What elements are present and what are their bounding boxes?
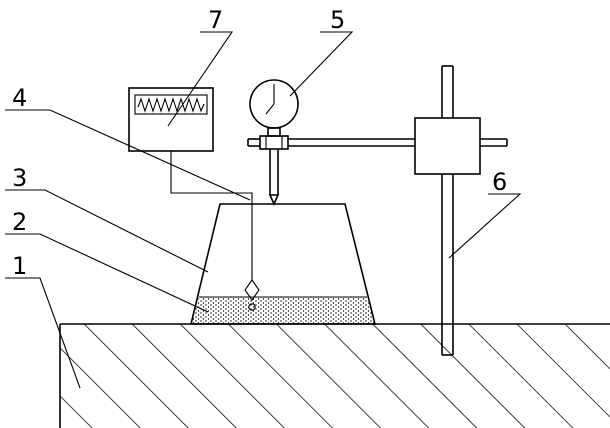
recorder: [128, 87, 214, 152]
leader-6: [448, 193, 522, 259]
label-3: 3: [12, 164, 27, 192]
dial-gauge: [249, 79, 299, 206]
recorder-trace: [137, 97, 205, 113]
label-7: 7: [208, 6, 223, 34]
label-4: 4: [12, 84, 27, 112]
label-2: 2: [12, 208, 27, 236]
leader-7: [167, 31, 234, 127]
signal-cable: [170, 151, 253, 280]
leader-lines: [5, 31, 522, 389]
leader-5: [289, 31, 354, 97]
leader-3: [5, 189, 209, 273]
label-1: 1: [12, 252, 27, 280]
ground: [59, 323, 610, 428]
label-5: 5: [330, 6, 345, 34]
label-6: 6: [492, 168, 507, 196]
sample-body: [189, 203, 377, 325]
leader-4: [5, 109, 251, 201]
leader-1: [5, 277, 81, 389]
support-stand: [247, 65, 508, 356]
bottom-layer: [191, 296, 375, 324]
leader-2: [5, 233, 209, 313]
probe: [244, 279, 260, 311]
clamp-block: [414, 117, 481, 175]
